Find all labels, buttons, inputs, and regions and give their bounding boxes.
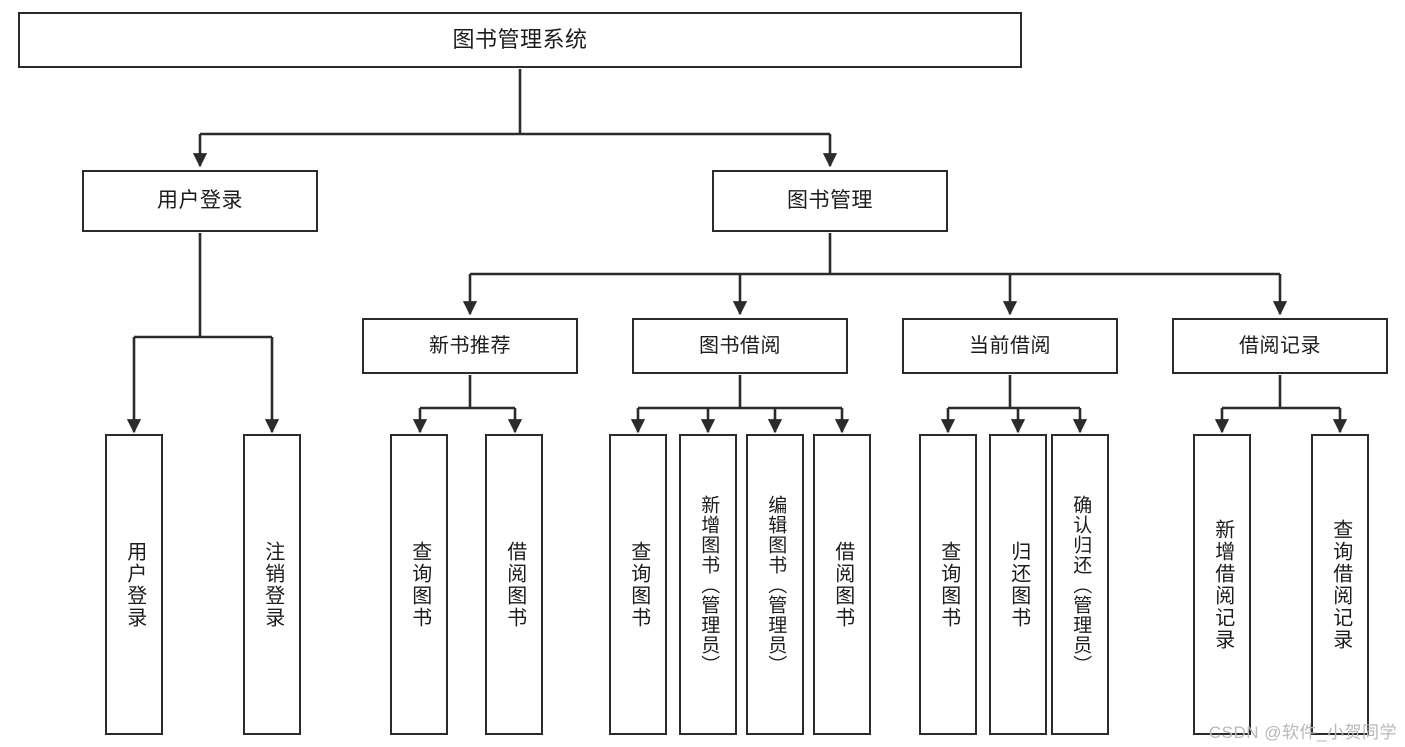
node-leaf-return-book-label: 归还图书: [1007, 540, 1030, 629]
node-leaf-borrow-book-2[interactable]: 借阅图书: [813, 434, 871, 735]
node-leaf-logout-login-label: 注销登录: [261, 540, 284, 629]
node-leaf-edit-book-label: 编辑图书（管理员）: [765, 494, 787, 675]
node-leaf-confirm-return[interactable]: 确认归还（管理员）: [1051, 434, 1109, 735]
node-leaf-borrow-book-1[interactable]: 借阅图书: [485, 434, 543, 735]
node-leaf-query-book-3-label: 查询图书: [937, 540, 960, 629]
node-leaf-borrow-book-1-label: 借阅图书: [503, 540, 526, 629]
node-user-login[interactable]: 用户登录: [82, 170, 318, 232]
node-root-book-management-system[interactable]: 图书管理系统: [18, 12, 1022, 68]
node-leaf-query-record-label: 查询借阅记录: [1329, 518, 1352, 651]
node-leaf-user-login[interactable]: 用户登录: [105, 434, 163, 735]
node-borrow-record[interactable]: 借阅记录: [1172, 318, 1388, 374]
node-new-book-recommend[interactable]: 新书推荐: [362, 318, 578, 374]
node-leaf-add-record[interactable]: 新增借阅记录: [1193, 434, 1251, 735]
node-leaf-borrow-book-2-label: 借阅图书: [831, 540, 854, 629]
node-leaf-add-book-label: 新增图书（管理员）: [698, 494, 720, 675]
node-leaf-add-book[interactable]: 新增图书（管理员）: [679, 434, 737, 735]
node-user-login-label: 用户登录: [157, 189, 243, 213]
node-leaf-confirm-return-label: 确认归还（管理员）: [1070, 494, 1092, 675]
node-book-management-label: 图书管理: [787, 189, 873, 213]
node-current-borrow[interactable]: 当前借阅: [902, 318, 1118, 374]
node-leaf-query-book-3[interactable]: 查询图书: [919, 434, 977, 735]
node-leaf-logout-login[interactable]: 注销登录: [243, 434, 301, 735]
node-leaf-user-login-label: 用户登录: [123, 540, 146, 629]
node-book-borrow[interactable]: 图书借阅: [632, 318, 848, 374]
node-leaf-query-book-1[interactable]: 查询图书: [390, 434, 448, 735]
node-leaf-query-book-2[interactable]: 查询图书: [609, 434, 667, 735]
node-leaf-add-record-label: 新增借阅记录: [1211, 518, 1234, 651]
node-leaf-query-record[interactable]: 查询借阅记录: [1311, 434, 1369, 735]
node-leaf-edit-book[interactable]: 编辑图书（管理员）: [746, 434, 804, 735]
node-leaf-return-book[interactable]: 归还图书: [989, 434, 1047, 735]
node-leaf-query-book-2-label: 查询图书: [627, 540, 650, 629]
node-root-label: 图书管理系统: [452, 26, 588, 52]
node-book-borrow-label: 图书借阅: [699, 335, 781, 357]
node-new-book-recommend-label: 新书推荐: [429, 335, 511, 357]
node-book-management[interactable]: 图书管理: [712, 170, 948, 232]
node-leaf-query-book-1-label: 查询图书: [408, 540, 431, 629]
node-current-borrow-label: 当前借阅: [969, 335, 1051, 357]
node-borrow-record-label: 借阅记录: [1239, 335, 1321, 357]
